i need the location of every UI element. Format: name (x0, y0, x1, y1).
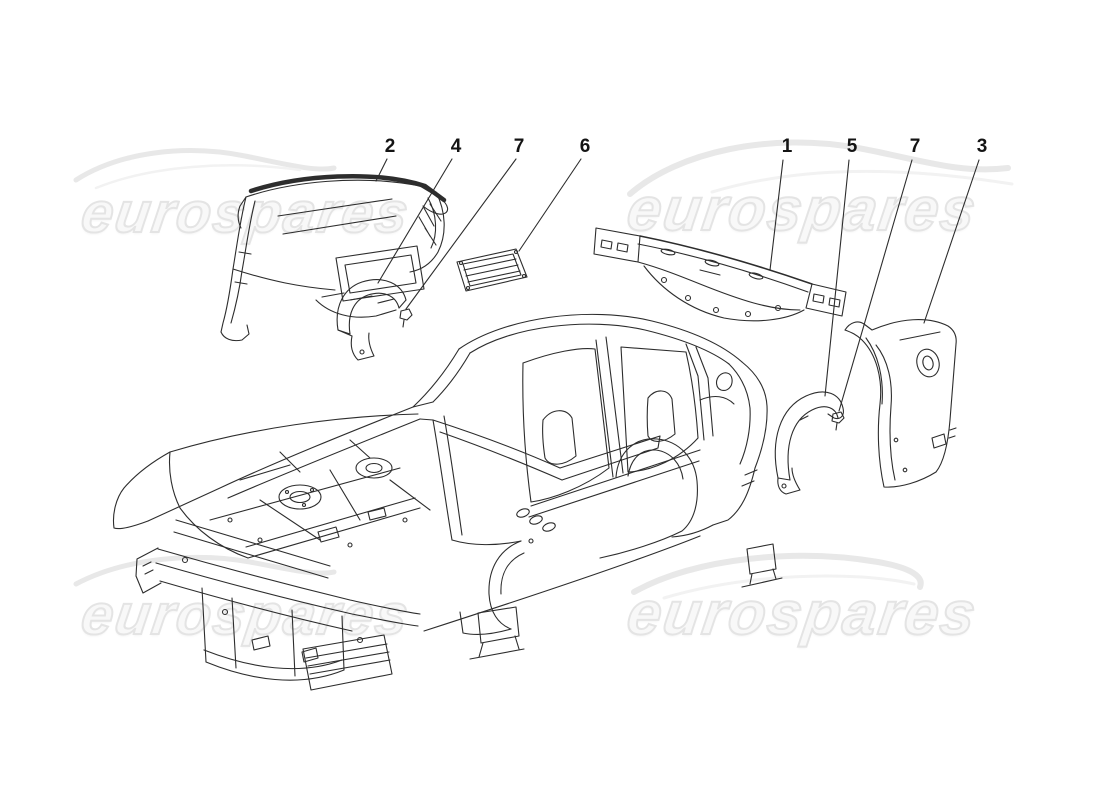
swoosh-top-right-echo (710, 169, 1014, 194)
part-2-left-rear-quarter-panel (220, 173, 449, 342)
part-5-right-wheel-arch-liner (774, 391, 844, 495)
part-7-fastener-left (399, 308, 413, 328)
swoosh-bottom-right (631, 552, 924, 595)
part-1-rear-crossmember (593, 227, 847, 322)
car-body-shell-drawing (112, 313, 783, 691)
callout-6: 6 (579, 136, 591, 157)
ink-group (112, 158, 980, 691)
swoosh-bottom-right-echo (662, 574, 916, 600)
callout-2: 2 (384, 136, 396, 157)
part-4-left-wheel-arch-liner (336, 279, 407, 361)
callout-4: 4 (450, 136, 462, 157)
swoosh-top-left-echo (94, 164, 302, 190)
callout-3: 3 (976, 136, 988, 157)
callout-5: 5 (846, 136, 858, 157)
swoosh-top-left (73, 148, 337, 183)
part-6-slotted-plate (456, 248, 528, 292)
part-7-fastener-right (831, 411, 845, 431)
swoosh-top-right (627, 139, 1011, 197)
callout-7-right: 7 (909, 136, 921, 157)
callout-7-left: 7 (513, 136, 525, 157)
part-3-right-rear-quarter-panel (844, 319, 957, 488)
callout-1: 1 (781, 136, 793, 157)
swoosh-group (73, 139, 1014, 600)
callout-leader-lines (375, 158, 980, 412)
